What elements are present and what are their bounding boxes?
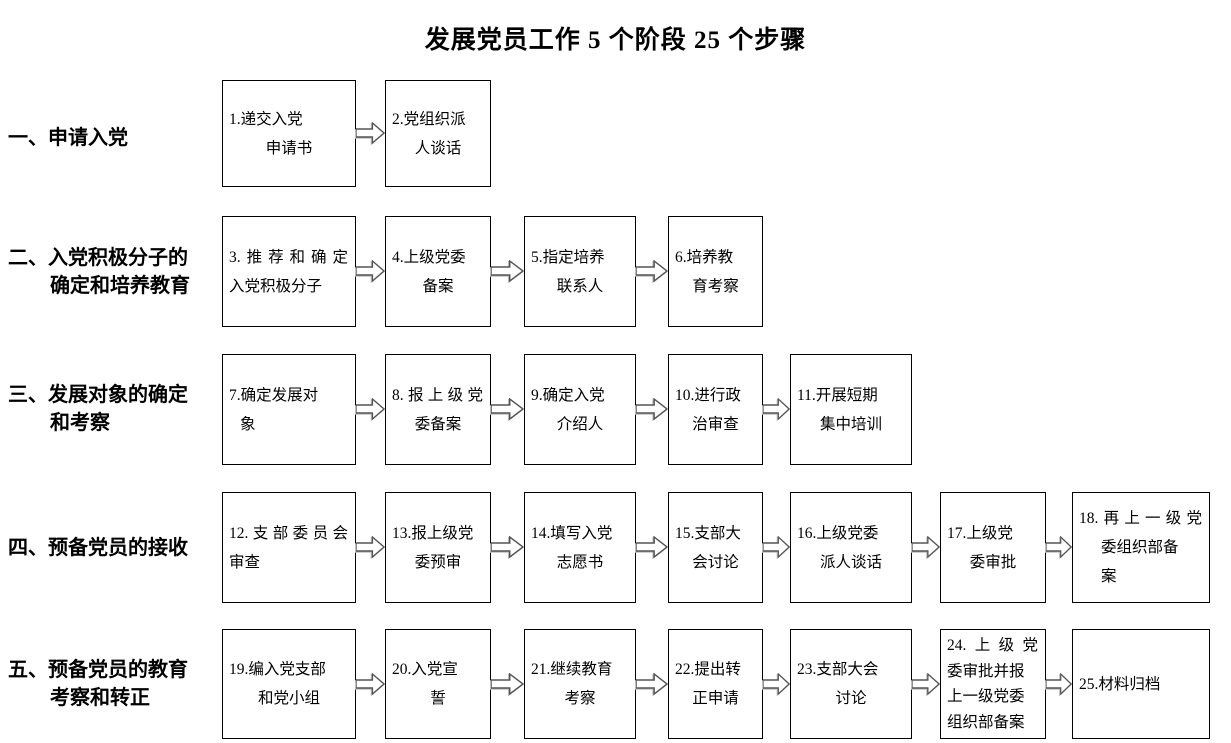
flow-arrow-icon <box>912 536 940 558</box>
flow-arrow-icon <box>763 398 790 420</box>
flow-arrow-icon <box>356 398 385 420</box>
flow-arrow-icon <box>1046 673 1072 695</box>
step-box-21: 21.继续教育 考察 <box>524 629 636 739</box>
step-box-3: 3.推荐和确定 入党积极分子 <box>222 216 356 327</box>
flow-arrow-icon <box>763 673 790 695</box>
step-box-17: 17.上级党 委审批 <box>940 492 1046 603</box>
stage-label-2: 二、入党积极分子的 确定和培养教育 <box>8 247 190 297</box>
flow-arrow-icon <box>636 398 668 420</box>
step-box-7: 7.确定发展对 象 <box>222 354 356 465</box>
step-box-25: 25.材料归档 <box>1072 629 1210 739</box>
step-box-6: 6.培养教 育考察 <box>668 216 763 327</box>
step-box-10: 10.进行政 治审查 <box>668 354 763 465</box>
step-box-15: 15.支部大 会讨论 <box>668 492 763 603</box>
stage-label-3: 三、发展对象的确定 和考察 <box>8 384 188 434</box>
flow-arrow-icon <box>356 260 385 282</box>
step-box-19: 19.编入党支部 和党小组 <box>222 629 356 739</box>
flow-arrow-icon <box>491 260 524 282</box>
stage-label-5: 五、预备党员的教育 考察和转正 <box>8 659 188 709</box>
step-box-4: 4.上级党委 备案 <box>385 216 491 327</box>
step-box-13: 13.报上级党 委预审 <box>385 492 491 603</box>
step-box-14: 14.填写入党 志愿书 <box>524 492 636 603</box>
step-box-12: 12.支部委员会 审查 <box>222 492 356 603</box>
step-box-1: 1.递交入党 申请书 <box>222 80 356 187</box>
step-box-18: 18.再上一级党 委组织部备 案 <box>1072 492 1210 603</box>
step-box-2: 2.党组织派 人谈话 <box>385 80 491 187</box>
step-box-16: 16.上级党委 派人谈话 <box>790 492 912 603</box>
stage-label-4: 四、预备党员的接收 <box>8 537 188 559</box>
step-box-20: 20.入党宣 誓 <box>385 629 491 739</box>
page-title: 发展党员工作 5 个阶段 25 个步骤 <box>424 27 807 54</box>
flow-arrow-icon <box>636 673 668 695</box>
flow-arrow-icon <box>356 536 385 558</box>
flow-arrow-icon <box>491 536 524 558</box>
flow-arrow-icon <box>491 398 524 420</box>
flow-arrow-icon <box>356 122 385 144</box>
flow-arrow-icon <box>356 673 385 695</box>
step-box-9: 9.确定入党 介绍人 <box>524 354 636 465</box>
flow-arrow-icon <box>763 536 790 558</box>
step-box-11: 11.开展短期 集中培训 <box>790 354 912 465</box>
flow-arrow-icon <box>636 536 668 558</box>
flow-arrow-icon <box>912 673 940 695</box>
flow-arrow-icon <box>636 260 668 282</box>
step-box-22: 22.提出转 正申请 <box>668 629 763 739</box>
flow-arrow-icon <box>1046 536 1072 558</box>
step-box-5: 5.指定培养 联系人 <box>524 216 636 327</box>
step-box-24: 24.上级党 委审批并报 上一级党委 组织部备案 <box>940 629 1046 739</box>
step-box-23: 23.支部大会 讨论 <box>790 629 912 739</box>
stage-label-1: 一、申请入党 <box>8 127 128 149</box>
step-box-8: 8.报上级党 委备案 <box>385 354 491 465</box>
flow-arrow-icon <box>491 673 524 695</box>
